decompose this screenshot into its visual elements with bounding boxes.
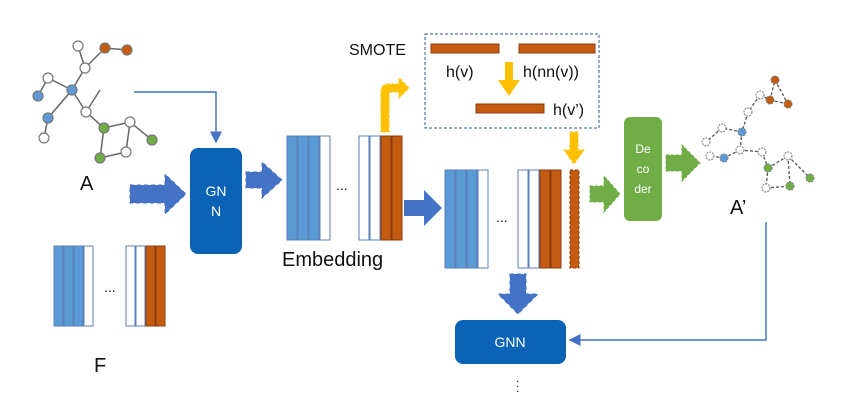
feature-label: F: [94, 355, 106, 377]
augmented-matrix: [444, 169, 580, 269]
bottom-ellipsis-2: .: [516, 376, 519, 390]
embedding-label: Embedding: [282, 249, 383, 271]
decoder-label-2: co: [637, 162, 650, 176]
graph-a-prime-label: A’: [730, 197, 746, 219]
gnn-to-embedding-arrow-icon: [245, 160, 283, 200]
to-decoder-arrow-icon: [589, 174, 621, 214]
smote-out-arrow-icon: [563, 131, 585, 165]
hvprime-label: h(v’): [553, 102, 584, 119]
decoder-out-arrow-icon: [665, 143, 701, 183]
embedding-matrix: [286, 135, 403, 241]
gnn-bottom-box[interactable]: GNN: [455, 320, 566, 364]
input-arrow-icon: [129, 172, 187, 216]
smote-label: SMOTE: [349, 42, 406, 59]
decoder-box[interactable]: De co der: [624, 117, 662, 221]
gnn-top-label-1: GN: [206, 183, 227, 199]
augmented-ellipsis: ...: [496, 209, 508, 225]
feature-matrix: [53, 245, 166, 327]
bottom-ellipsis-1: .: [516, 371, 519, 385]
bottom-ellipsis-3: .: [516, 381, 519, 395]
hv-bar: [430, 43, 500, 54]
embedding-ellipsis: ...: [336, 177, 348, 193]
feature-ellipsis: ...: [104, 279, 116, 295]
graph-a-label: A: [80, 173, 94, 195]
decoder-label-3: der: [634, 182, 651, 196]
embedding-to-augmented-arrow-icon: [404, 190, 442, 226]
graph-a: [37, 45, 153, 159]
hnnv-label: h(nn(v)): [523, 64, 579, 81]
augmented-to-gnn-arrow-icon: [496, 273, 540, 315]
gnn-top-label-2: N: [211, 203, 221, 219]
a-prime-to-gnn-connector: [568, 222, 767, 346]
decoder-label-1: De: [635, 142, 651, 156]
gnn-bottom-label: GNN: [494, 334, 525, 350]
hvprime-bar: [475, 103, 545, 114]
smote-down-arrow-icon: [498, 62, 520, 96]
hv-label: h(v): [446, 64, 474, 81]
hnnv-bar: [518, 43, 596, 54]
to-smote-arrow-icon: [380, 76, 410, 133]
gnn-top-box[interactable]: GN N: [190, 148, 242, 254]
graph-a-to-gnn-connector: [134, 91, 222, 144]
graph-a-nodes: [32, 40, 158, 164]
smote-box: [424, 33, 600, 129]
graph-a-prime-nodes: [701, 75, 815, 193]
